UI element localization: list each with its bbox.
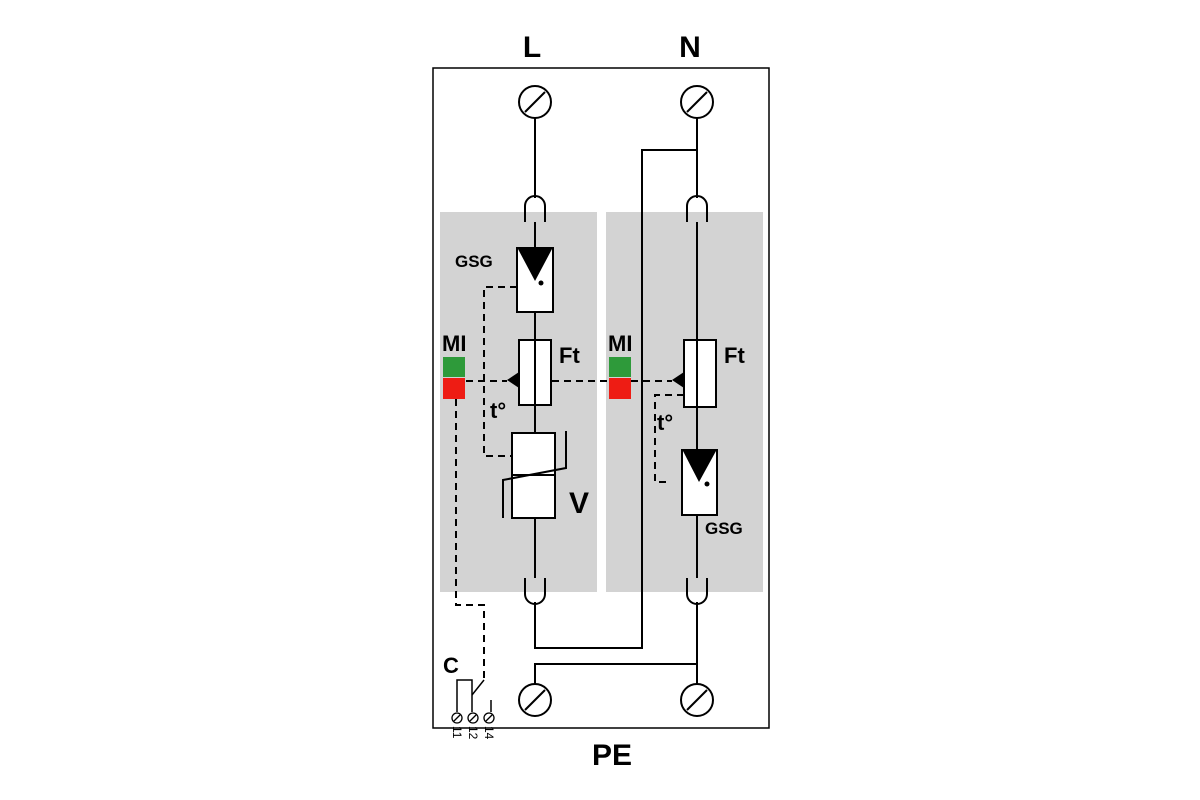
label-mi-right: MI bbox=[608, 331, 632, 356]
label-contact-c: C bbox=[443, 653, 459, 678]
mi-right-indicator-fault bbox=[609, 378, 631, 399]
plug-bottom-left bbox=[524, 578, 546, 605]
terminal-l-screw bbox=[518, 85, 552, 119]
remote-contact-symbol bbox=[456, 679, 492, 712]
label-temp-left: t° bbox=[490, 398, 506, 423]
wire-pe-bus bbox=[534, 663, 697, 684]
gsg-right-symbol bbox=[681, 449, 718, 516]
link-gsg-left bbox=[483, 286, 517, 457]
label-gsg-left: GSG bbox=[455, 252, 493, 271]
terminal-pe-left-screw bbox=[518, 683, 552, 717]
link-gsg-right bbox=[654, 394, 684, 483]
label-terminal-11: 11 bbox=[450, 726, 464, 739]
plug-top-left bbox=[524, 195, 546, 222]
label-line-l: L bbox=[523, 31, 541, 64]
label-terminal-14: 14 bbox=[482, 726, 496, 740]
wire-l-to-n-return bbox=[534, 149, 697, 649]
plug-bottom-right bbox=[686, 578, 708, 605]
mi-right-indicator-ok bbox=[609, 357, 631, 377]
label-neutral-n: N bbox=[679, 31, 701, 64]
terminal-n-screw bbox=[680, 85, 714, 119]
label-ft-left: Ft bbox=[559, 343, 580, 368]
label-ft-right: Ft bbox=[724, 343, 745, 368]
gsg-left-symbol bbox=[516, 247, 554, 313]
plug-top-right bbox=[686, 195, 708, 222]
terminal-11-screw bbox=[451, 712, 463, 724]
label-gsg-right: GSG bbox=[705, 519, 743, 538]
ft-right-symbol bbox=[672, 339, 717, 408]
label-earth-pe: PE bbox=[592, 739, 632, 772]
ft-left-symbol bbox=[507, 339, 552, 406]
label-terminal-12: 12 bbox=[466, 726, 480, 740]
terminal-pe-right-screw bbox=[680, 683, 714, 717]
terminal-14-screw bbox=[483, 712, 495, 724]
mi-left-indicator-ok bbox=[443, 357, 465, 377]
label-mi-left: MI bbox=[442, 331, 466, 356]
terminal-12-screw bbox=[467, 712, 479, 724]
mi-left-indicator-fault bbox=[443, 378, 465, 399]
varistor-symbol bbox=[502, 431, 567, 519]
label-varistor: V bbox=[569, 487, 589, 520]
label-temp-right: t° bbox=[657, 410, 673, 435]
link-mi-contact bbox=[455, 399, 485, 680]
